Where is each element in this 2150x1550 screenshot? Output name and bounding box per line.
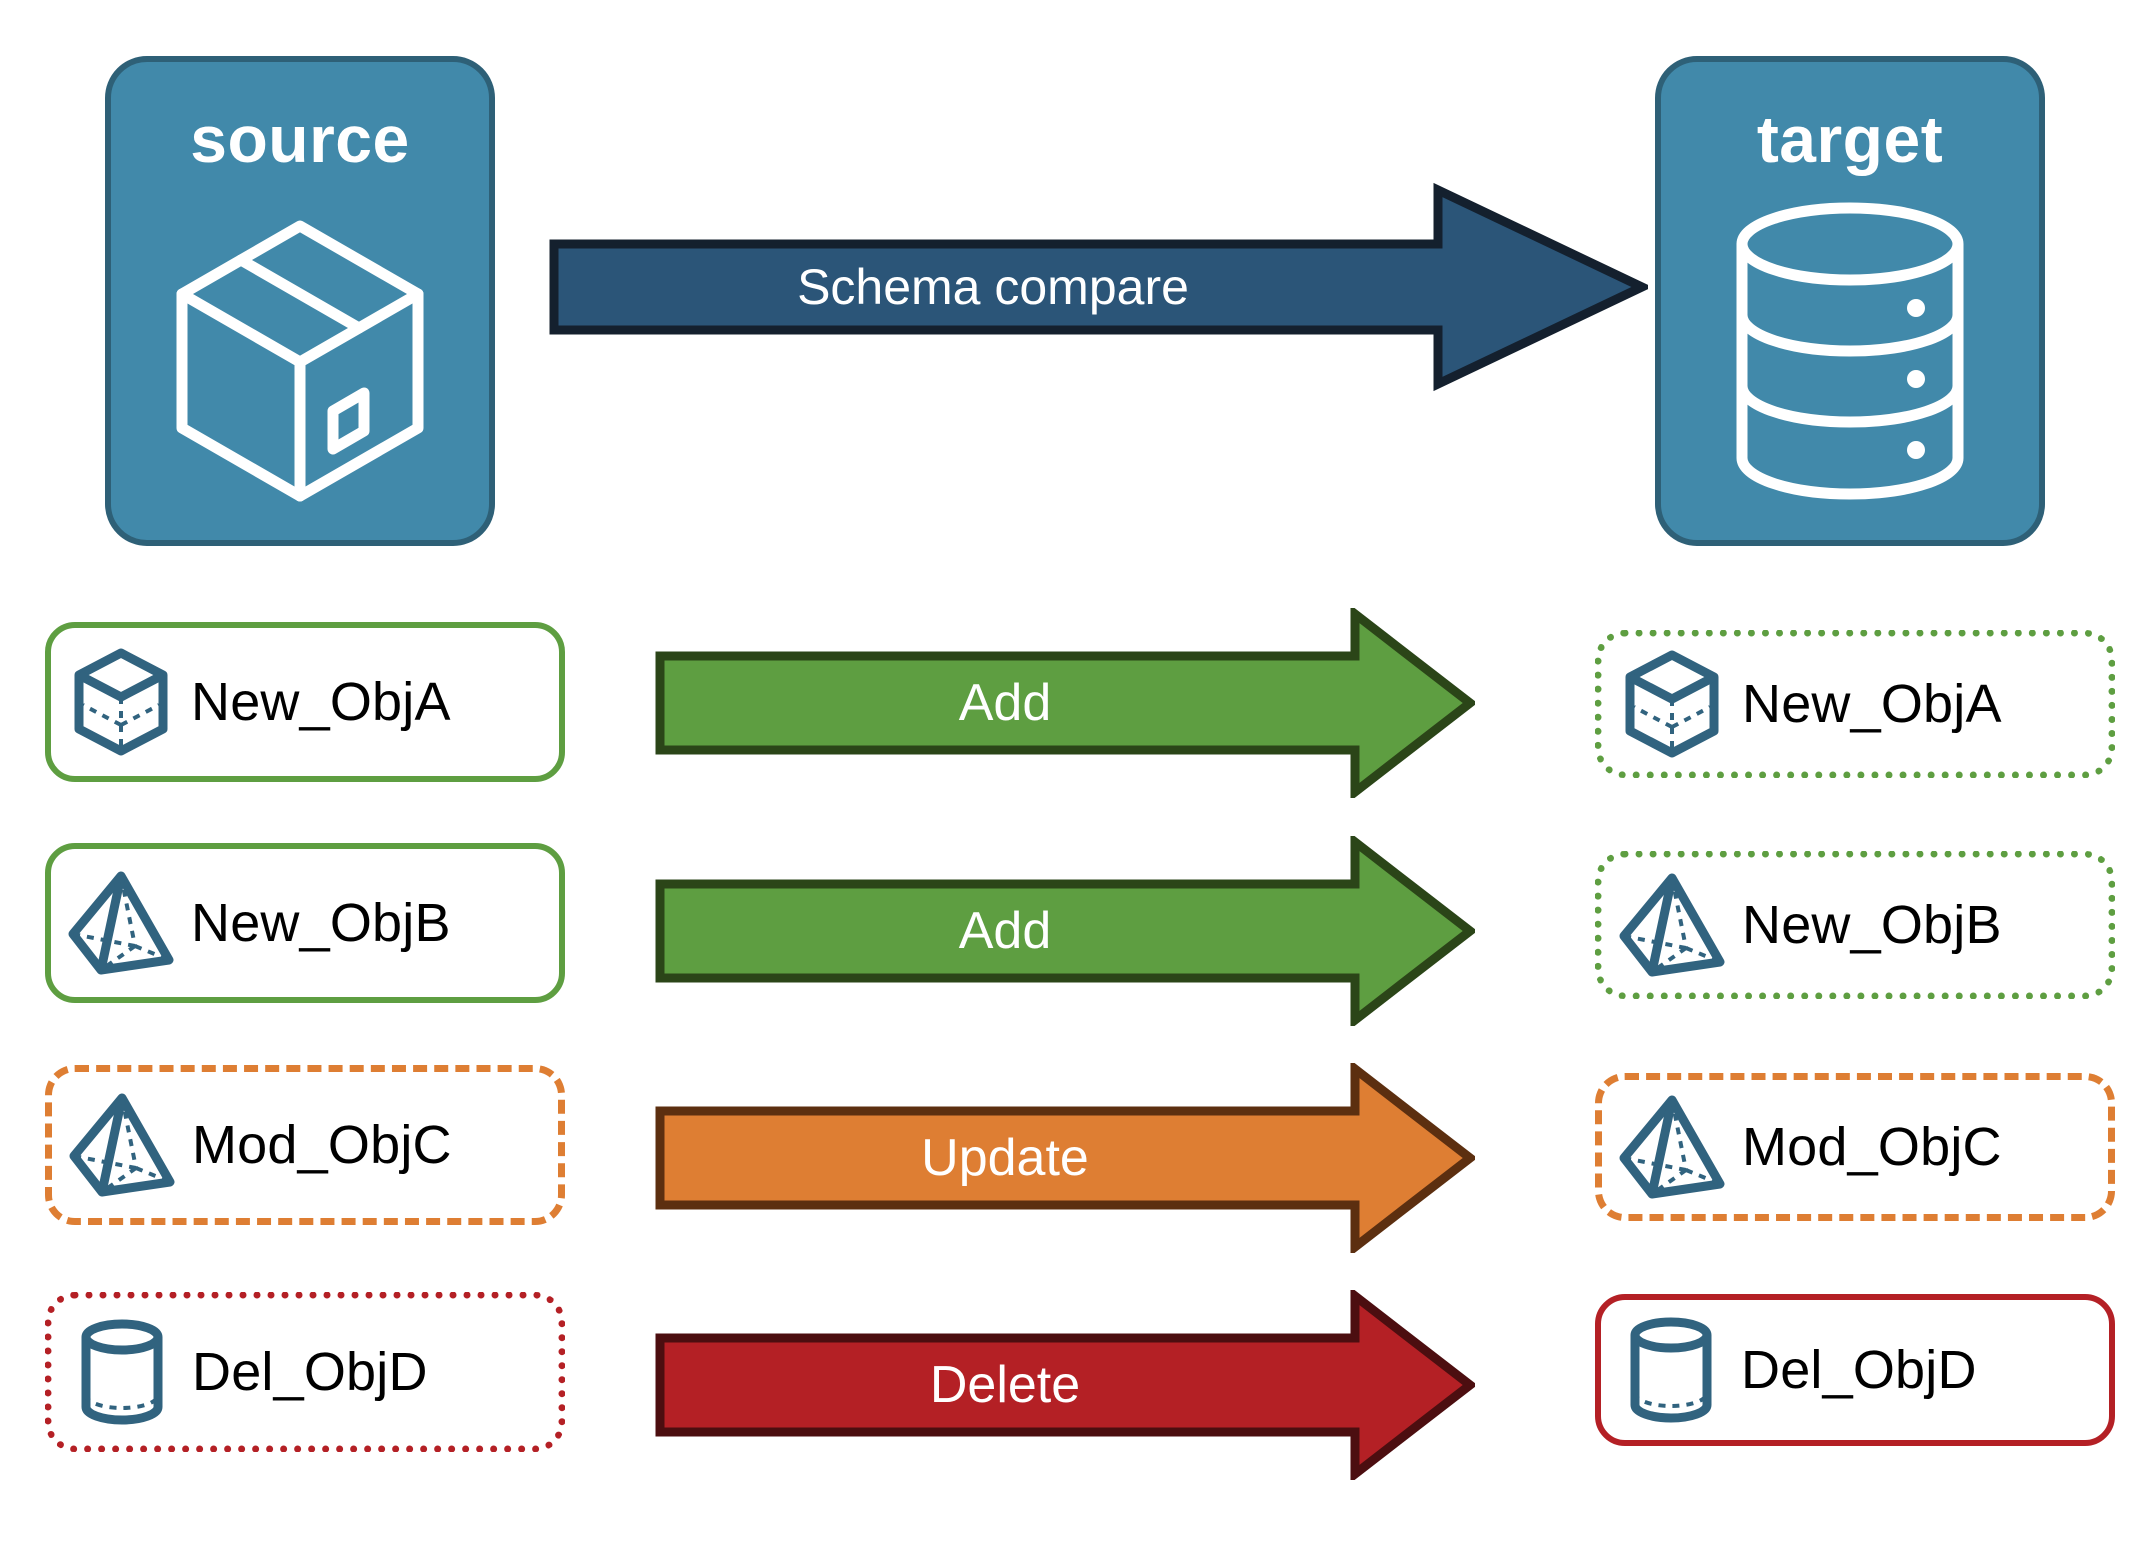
source-object-label: New_ObjA [191, 672, 451, 732]
target-object-label: Mod_ObjC [1742, 1117, 2002, 1177]
source-object-label: New_ObjB [191, 893, 451, 953]
wireframe-pyramid-icon [52, 1090, 192, 1200]
source-object-card-del-objd[interactable]: Del_ObjD [45, 1292, 565, 1452]
target-object-label: New_ObjA [1742, 674, 2002, 734]
delete-arrow-row4[interactable]: Delete [655, 1286, 1478, 1485]
source-object-card-new-objb[interactable]: New_ObjB [45, 843, 565, 1003]
target-object-card-del-objd[interactable]: Del_ObjD [1595, 1294, 2115, 1446]
wireframe-pyramid-icon [1602, 870, 1742, 980]
source-object-label: Mod_ObjC [192, 1115, 452, 1175]
target-object-label: New_ObjB [1742, 895, 2002, 955]
wireframe-cube-icon [1602, 649, 1742, 759]
wireframe-pyramid-icon [1602, 1092, 1742, 1202]
source-object-card-mod-objc[interactable]: Mod_ObjC [45, 1065, 565, 1225]
add-arrow-row2[interactable]: Add [655, 832, 1478, 1031]
target-object-card-mod-objc[interactable]: Mod_ObjC [1595, 1073, 2115, 1221]
source-object-card-new-obja[interactable]: New_ObjA [45, 622, 565, 782]
target-object-card-new-obja[interactable]: New_ObjA [1595, 630, 2115, 778]
wireframe-cylinder-icon [52, 1317, 192, 1427]
source-endpoint-card[interactable]: source [105, 56, 495, 546]
target-label: target [1756, 102, 1944, 176]
target-object-label: Del_ObjD [1741, 1340, 1977, 1400]
package-box-icon [111, 172, 489, 540]
wireframe-pyramid-icon [51, 868, 191, 978]
wireframe-cube-icon [51, 647, 191, 757]
source-label: source [190, 102, 410, 176]
source-object-label: Del_ObjD [192, 1342, 428, 1402]
database-cylinder-icon [1661, 172, 2039, 540]
target-object-card-new-objb[interactable]: New_ObjB [1595, 851, 2115, 999]
wireframe-cylinder-icon [1601, 1315, 1741, 1425]
add-arrow-row1[interactable]: Add [655, 604, 1478, 803]
update-arrow-row3[interactable]: Update [655, 1059, 1478, 1258]
target-endpoint-card[interactable]: target [1655, 56, 2045, 546]
schema-compare-arrow[interactable]: Schema compare [548, 182, 1653, 392]
